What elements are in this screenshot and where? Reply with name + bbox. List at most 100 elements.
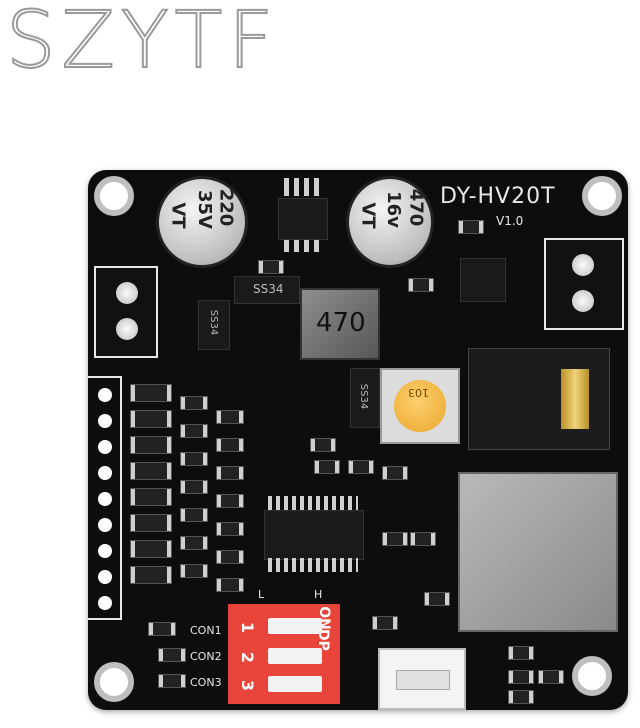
diode-top-label: SS34 xyxy=(253,282,284,296)
resistor-6 xyxy=(130,514,172,532)
sd-card-slot[interactable] xyxy=(458,472,618,632)
diode-top: SS34 xyxy=(234,276,300,304)
resistor-b1 xyxy=(180,396,208,410)
mounting-hole-top-right xyxy=(582,176,622,216)
passive-4 xyxy=(382,466,408,480)
resistor-c7 xyxy=(216,578,244,592)
resistor-b6 xyxy=(180,536,208,550)
screw-terminal-left xyxy=(94,266,158,358)
resistor-c5 xyxy=(216,522,244,536)
resistor-7 xyxy=(130,540,172,558)
screw-left-2 xyxy=(116,318,138,340)
dip-num-1: 1 xyxy=(238,621,258,634)
passive-r3 xyxy=(508,690,534,704)
model-label: DY-HV20T xyxy=(440,184,556,209)
header-pin-1 xyxy=(98,388,112,402)
header-pin-5 xyxy=(98,492,112,506)
top-ic xyxy=(278,198,328,240)
screw-right-2 xyxy=(572,290,594,312)
passive-5 xyxy=(382,532,408,546)
micro-usb-port[interactable] xyxy=(378,648,466,710)
screw-right-1 xyxy=(572,254,594,276)
top-ic-pins-bottom xyxy=(284,240,320,252)
dip-num-2: 2 xyxy=(238,651,258,664)
header-pin-4 xyxy=(98,466,112,480)
resistor-1 xyxy=(130,384,172,402)
con3-resistor xyxy=(158,674,186,688)
resistor-2 xyxy=(130,410,172,428)
con2-label: CON2 xyxy=(190,650,222,663)
volume-potentiometer: 103 xyxy=(380,368,460,444)
header-pin-7 xyxy=(98,544,112,558)
resistor-b7 xyxy=(180,564,208,578)
brand-logo: SZYTF xyxy=(5,0,280,86)
passive-r2 xyxy=(538,670,564,684)
capacitor-right-brand: VT xyxy=(357,202,379,229)
passive-12 xyxy=(408,278,434,292)
potentiometer-knob: 103 xyxy=(394,380,446,432)
capacitor-left-brand: VT xyxy=(167,202,189,229)
main-ic-pins-bottom xyxy=(268,558,358,572)
resistor-3 xyxy=(130,436,172,454)
mounting-hole-bottom-left xyxy=(94,662,134,702)
resistor-c1 xyxy=(216,410,244,424)
version-label: V1.0 xyxy=(496,214,524,228)
resistor-b5 xyxy=(180,508,208,522)
resistor-4 xyxy=(130,462,172,480)
capacitor-right-voltage: 16v xyxy=(382,191,404,228)
con1-resistor xyxy=(148,622,176,636)
amp-ic-small xyxy=(460,258,506,302)
header-pin-3 xyxy=(98,440,112,454)
capacitor-left-value: 220 xyxy=(215,188,237,227)
passive-9 xyxy=(508,646,534,660)
mounting-hole-bottom-right xyxy=(572,656,612,696)
capacitor-left: 220 35V VT xyxy=(156,176,248,268)
dip-l-label: L xyxy=(258,588,265,601)
audio-jack xyxy=(468,348,610,450)
dip-num-3: 3 xyxy=(238,679,258,692)
dip-switch-3[interactable] xyxy=(268,676,322,692)
passive-11 xyxy=(458,220,484,234)
con2-resistor xyxy=(158,648,186,662)
dip-h-label: H xyxy=(314,588,323,601)
inductor-label: 470 xyxy=(316,308,366,338)
audio-jack-contact xyxy=(561,369,589,429)
resistor-b3 xyxy=(180,452,208,466)
passive-10 xyxy=(258,260,284,274)
header-pin-6 xyxy=(98,518,112,532)
mounting-hole-top-left xyxy=(94,176,134,216)
passive-3 xyxy=(348,460,374,474)
con1-label: CON1 xyxy=(190,624,222,637)
top-ic-pins xyxy=(284,178,320,196)
inductor: 470 xyxy=(300,288,380,360)
resistor-c4 xyxy=(216,494,244,508)
passive-8 xyxy=(424,592,450,606)
pin-header-left xyxy=(88,376,122,620)
resistor-b4 xyxy=(180,480,208,494)
main-decoder-ic xyxy=(264,510,364,560)
dip-switch-1[interactable] xyxy=(268,618,322,634)
header-pin-8 xyxy=(98,570,112,584)
resistor-8 xyxy=(130,566,172,584)
header-pin-2 xyxy=(98,414,112,428)
passive-7 xyxy=(372,616,398,630)
screw-left-1 xyxy=(116,282,138,304)
dip-switch[interactable]: ON DP 1 2 3 xyxy=(228,604,340,704)
con3-label: CON3 xyxy=(190,676,222,689)
capacitor-right: 470 16v VT xyxy=(346,176,434,268)
passive-2 xyxy=(314,460,340,474)
diode-mid: SS34 xyxy=(350,368,380,428)
potentiometer-label: 103 xyxy=(408,386,429,399)
pcb-board: DY-HV20T V1.0 220 35V VT 470 16v VT SS34… xyxy=(88,170,628,710)
diode-left-label: SS34 xyxy=(208,309,220,336)
resistor-b2 xyxy=(180,424,208,438)
dip-switch-2[interactable] xyxy=(268,648,322,664)
diode-mid-label: SS34 xyxy=(358,383,370,410)
capacitor-left-voltage: 35V xyxy=(193,190,215,229)
resistor-c3 xyxy=(216,466,244,480)
resistor-c2 xyxy=(216,438,244,452)
main-ic-pins-top xyxy=(268,496,358,510)
header-pin-9 xyxy=(98,596,112,610)
usb-opening xyxy=(396,670,450,690)
passive-6 xyxy=(410,532,436,546)
